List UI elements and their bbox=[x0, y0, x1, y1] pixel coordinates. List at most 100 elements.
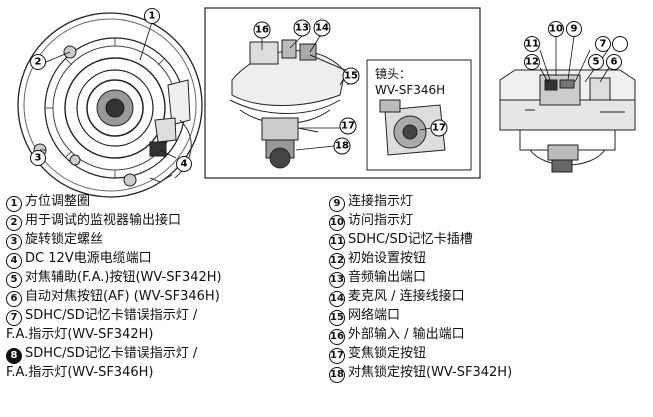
legend-number: 18 bbox=[329, 367, 345, 383]
legend-number: 9 bbox=[329, 196, 345, 212]
svg-text:8: 8 bbox=[617, 39, 624, 50]
legend-text: 访问指示灯 bbox=[348, 213, 414, 228]
legend-text: 变焦锁定按钮 bbox=[348, 346, 427, 361]
svg-text:1: 1 bbox=[149, 11, 156, 22]
svg-text:11: 11 bbox=[525, 39, 539, 50]
svg-text:6: 6 bbox=[611, 57, 618, 68]
callout-17-main: 17 bbox=[339, 117, 357, 135]
legend-text: 旋转锁定螺丝 bbox=[25, 232, 104, 247]
legend-item: F.A.指示灯(WV-SF346H) bbox=[6, 363, 222, 382]
legend-text: 方位调整圈 bbox=[25, 194, 91, 209]
legend-number: 6 bbox=[6, 291, 22, 307]
callout-3: 3 bbox=[30, 150, 46, 166]
callout-14: 14 bbox=[313, 19, 331, 37]
legend-text: F.A.指示灯(WV-SF346H) bbox=[6, 365, 154, 380]
callout-8: 8 bbox=[612, 36, 628, 52]
camera-top-view bbox=[17, 12, 203, 198]
legend-number: 1 bbox=[6, 196, 22, 212]
legend-text: SDHC/SD记忆卡错误指示灯 / bbox=[25, 308, 198, 323]
callout-10: 10 bbox=[548, 21, 564, 37]
legend-text: 网络端口 bbox=[348, 308, 401, 323]
svg-text:5: 5 bbox=[593, 57, 600, 68]
callout-1: 1 bbox=[144, 8, 160, 24]
callout-12: 12 bbox=[524, 54, 540, 70]
legend-number: 11 bbox=[329, 234, 345, 250]
legend-number: 2 bbox=[6, 215, 22, 231]
legend-text: 用于调试的监视器输出接口 bbox=[25, 213, 182, 228]
legend-number: 13 bbox=[329, 272, 345, 288]
svg-text:7: 7 bbox=[600, 39, 607, 50]
svg-text:15: 15 bbox=[344, 71, 358, 82]
svg-text:4: 4 bbox=[181, 159, 188, 170]
legend-text: 连接指示灯 bbox=[348, 194, 414, 209]
legend-text: DC 12V电源电缆端口 bbox=[25, 251, 152, 266]
svg-text:14: 14 bbox=[315, 23, 329, 34]
callout-6: 6 bbox=[606, 54, 622, 70]
legend-number: 8 bbox=[6, 348, 22, 364]
legend-number: 4 bbox=[6, 253, 22, 269]
svg-text:3: 3 bbox=[35, 153, 42, 164]
legend-text: 自动对焦按钮(AF) (WV-SF346H) bbox=[25, 289, 220, 304]
svg-text:17: 17 bbox=[341, 121, 355, 132]
legend-text: F.A.指示灯(WV-SF342H) bbox=[6, 327, 154, 342]
callout-17-lens: 17 bbox=[430, 119, 448, 137]
camera-detail-box bbox=[204, 7, 481, 179]
svg-text:16: 16 bbox=[255, 25, 269, 36]
callout-5: 5 bbox=[588, 54, 604, 70]
legend-text: 初始设置按钮 bbox=[348, 251, 427, 266]
legend-text: 音频输出端口 bbox=[348, 270, 427, 285]
svg-text:2: 2 bbox=[35, 57, 42, 68]
legend-number: 10 bbox=[329, 215, 345, 231]
legend-text: 对焦辅助(F.A.)按钮(WV-SF342H) bbox=[25, 270, 222, 285]
camera-side-view bbox=[499, 69, 636, 173]
svg-text:10: 10 bbox=[549, 24, 563, 35]
callout-18: 18 bbox=[333, 137, 351, 155]
callout-2: 2 bbox=[30, 54, 46, 70]
lens-heading: 镜头： bbox=[375, 67, 412, 81]
legend-number: 12 bbox=[329, 253, 345, 269]
legend-number: 7 bbox=[6, 310, 22, 326]
callout-15: 15 bbox=[342, 67, 360, 85]
legend-number: 3 bbox=[6, 234, 22, 250]
svg-text:17: 17 bbox=[432, 123, 446, 134]
legend-text: 外部输入 / 输出端口 bbox=[348, 327, 465, 342]
callout-4: 4 bbox=[176, 156, 192, 172]
lens-model: WV-SF346H bbox=[375, 83, 446, 97]
legend-text: SDHC/SD记忆卡错误指示灯 / bbox=[25, 346, 198, 361]
callout-16: 16 bbox=[253, 21, 271, 39]
legend-number: 15 bbox=[329, 310, 345, 326]
legend-text: 对焦锁定按钮(WV-SF342H) bbox=[348, 365, 513, 380]
legend-item: F.A.指示灯(WV-SF342H) bbox=[6, 325, 222, 344]
lens-label: 镜头： WV-SF346H bbox=[375, 66, 445, 98]
legend-text: 麦克风 / 连接线接口 bbox=[348, 289, 465, 304]
legend-number: 14 bbox=[329, 291, 345, 307]
callout-11: 11 bbox=[524, 36, 540, 52]
legend-number: 5 bbox=[6, 272, 22, 288]
callout-9: 9 bbox=[566, 21, 582, 37]
legend-text: SDHC/SD记忆卡插槽 bbox=[348, 232, 473, 247]
callout-7: 7 bbox=[595, 36, 611, 52]
svg-text:13: 13 bbox=[295, 23, 309, 34]
legend-number: 17 bbox=[329, 348, 345, 364]
svg-text:18: 18 bbox=[335, 141, 349, 152]
